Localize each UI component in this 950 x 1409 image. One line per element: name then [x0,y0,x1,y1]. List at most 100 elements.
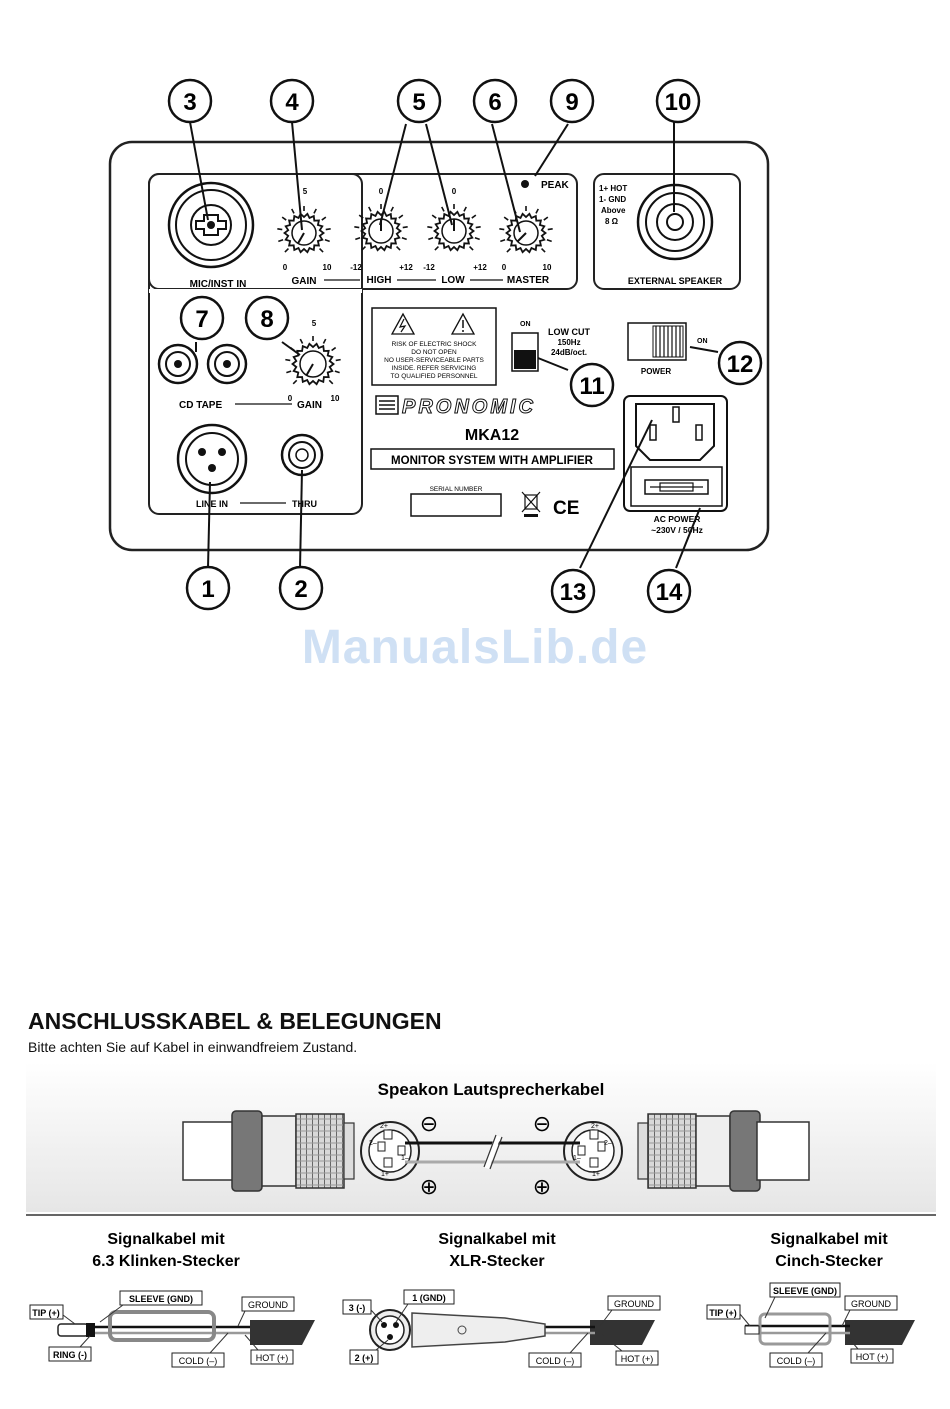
gain-knob[interactable] [277,206,331,254]
xlr-leaders [370,1303,623,1354]
low-label: LOW [441,275,465,286]
jack-leaders [62,1304,259,1354]
warning-line-3: NO USER-SERVICEABLE PARTS [384,357,484,364]
knob-tick [324,239,330,243]
serial-number-label: SERIAL NUMBER [430,486,483,493]
warning-box [371,307,497,386]
power-on-label: ON [697,338,708,345]
speakon-pinface-left [360,1121,420,1181]
warning-line-1: RISK OF ELECTRIC SHOCK [392,341,478,348]
callout-circle [167,78,213,124]
jack-title-1: Signalkabel mit [107,1231,225,1248]
knob-tick [499,227,505,231]
speakon-wires [405,1134,580,1170]
cd-gain-knob[interactable] [285,336,341,386]
xlr-title-1: Signalkabel mit [438,1231,556,1248]
knob-tick [471,214,477,219]
fuse-holder[interactable] [644,479,709,495]
knob-tick [322,338,327,344]
low-scale-0: 0 [452,187,457,196]
low-cut-switch[interactable] [511,332,539,372]
knob-tick [463,206,467,212]
knob-tick [500,239,506,243]
cd-tape-rca-right[interactable] [206,343,248,385]
knob-tick [291,208,295,214]
speaker-spec-3: Above [601,206,626,215]
speakon-socket[interactable] [636,183,714,261]
low-cut-on-label: ON [520,321,531,328]
cinch-ground-label: GROUND [851,1299,891,1309]
knob-tick [361,245,367,251]
exclamation-warning-icon [450,312,476,335]
speakon-plug-right [637,1110,810,1192]
knob-tick [402,225,408,229]
left-pin-1plus: 1+ [381,1171,389,1178]
external-speaker-label: EXTERNAL SPEAKER [628,276,723,286]
line-in-xlr-socket[interactable] [176,423,248,495]
high-label: HIGH [367,275,392,286]
knob-tick [321,216,327,221]
knob-tick [401,237,407,241]
high-knob[interactable] [354,204,408,252]
mic-inst-label: MIC/INST IN [190,279,247,290]
knob-tick [335,358,341,362]
callout-number: 9 [565,89,578,116]
callout-circle [655,78,701,124]
cd-gain-scale-5: 5 [312,319,317,328]
low-knob[interactable] [427,204,481,252]
master-knob[interactable] [499,206,553,254]
gain-scale-5: 5 [303,187,308,196]
knob-tick [286,370,292,374]
right-pin-2minus: 2– [604,1140,612,1147]
power-label: POWER [641,367,671,376]
power-switch[interactable] [627,322,687,361]
jack-sleeve-label: SLEEVE (GND) [129,1294,193,1304]
knob-tick [540,247,546,253]
jack-cold-label: COLD (–) [179,1356,218,1366]
jack-title-2: 6.3 Klinken-Stecker [92,1253,240,1270]
model-subtitle: MONITOR SYSTEM WITH AMPLIFIER [391,455,594,467]
xlr-title-2: XLR-Stecker [449,1253,544,1270]
knob-tick [535,208,539,214]
knob-tick [334,370,340,374]
cinch-sleeve-label: SLEEVE (GND) [773,1286,837,1296]
callout-number: 6 [488,89,501,116]
high-scale-0: 0 [379,187,384,196]
callout-number: 12 [727,351,754,378]
knob-tick [299,338,304,344]
cinch-cold-label: COLD (–) [777,1356,816,1366]
xlr-pin1-label: 1 (GND) [412,1293,446,1303]
callout-circle [396,78,442,124]
xlr-ground-label: GROUND [614,1299,654,1309]
gain-scale-0: 0 [283,263,288,272]
knob-tick [431,214,437,219]
callout-number: 10 [665,89,692,116]
callout-circle [717,340,763,386]
knob-tick [278,239,284,243]
warning-line-4: INSIDE. REFER SERVICING [392,365,477,372]
knob-tick [547,227,553,231]
jack-hot-label: HOT (+) [256,1353,289,1363]
cd-tape-rca-left[interactable] [157,343,199,385]
knob-tick [368,206,372,212]
xlr-pin3-label: 3 (-) [349,1303,366,1313]
high-scale-neg: -12 [350,263,362,272]
peak-led [521,180,529,188]
knob-tick [543,216,549,221]
left-section-frame [148,173,363,515]
xlr-pin2-label: 2 (+) [355,1353,374,1363]
thru-jack-socket[interactable] [280,433,324,477]
cable-diagram: Speakon Lautsprecherkabel 2+ 2– 1– 1+ 2+… [26,1062,936,1368]
left-pin-1minus: 1– [401,1155,409,1162]
mic-inst-combo-jack[interactable] [167,181,255,269]
callout-circle [646,568,692,614]
ac-power-label: AC POWER [654,514,701,524]
knob-tick [358,214,364,219]
master-label: MASTER [507,275,550,286]
knob-tick [331,346,337,352]
jack-labels: TIP (+) RING (-) SLEEVE (GND) GROUND COL… [29,1290,295,1368]
knob-tick [284,247,290,253]
speaker-spec-1: 1+ HOT [599,184,627,193]
watermark: ManualsLib.de [301,621,649,674]
left-minus-symbol: ⊖ [420,1111,438,1136]
